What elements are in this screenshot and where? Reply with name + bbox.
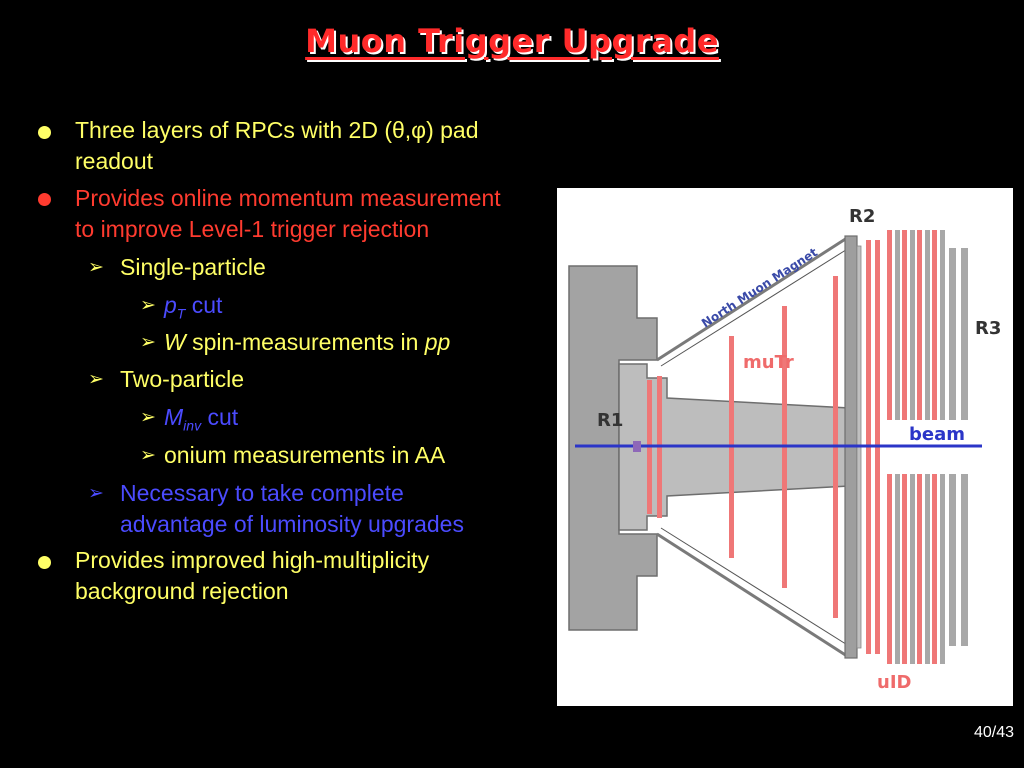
pt-rest: cut <box>185 292 223 318</box>
arrow-bullet-icon: ➢ <box>140 294 156 316</box>
pp-text: pp <box>424 329 451 355</box>
minv-rest: cut <box>201 404 239 430</box>
label-r1: R1 <box>597 410 623 431</box>
slide-title: Muon Trigger Upgrade <box>305 22 719 60</box>
slide-number: 40/43 <box>973 724 1014 741</box>
label-r2: R2 <box>849 206 875 227</box>
bullet-dot <box>38 193 51 206</box>
sub-bullet-necessary-line-1: Necessary to take complete <box>120 480 404 506</box>
bullet-1-line-1: Three layers of RPCs with 2D (θ,φ) pad <box>75 117 479 143</box>
uid-lower-stack <box>887 474 968 664</box>
arrow-bullet-icon: ➢ <box>140 406 156 428</box>
arrow-bullet-icon: ➢ <box>140 444 156 466</box>
bullet-3-line-1: Provides improved high-multiplicity <box>75 547 430 573</box>
detector-drawing: R1 R2 R3 muTr beam uID North Muon Magnet <box>568 206 1001 693</box>
bullet-2-line-1: Provides online momentum measurement <box>75 185 501 211</box>
arrow-bullet-icon: ➢ <box>88 368 104 390</box>
magnet-upper-wall <box>656 236 848 362</box>
sub-bullet-single-particle: Single-particle <box>120 254 266 280</box>
sub-bullet-onium: onium measurements in AA <box>164 442 446 468</box>
sub-bullet-minv-cut: Minv cut <box>164 402 238 442</box>
magnet-upper-wall-inner <box>660 247 850 367</box>
label-r3: R3 <box>975 318 1001 339</box>
label-uid: uID <box>877 672 911 693</box>
label-north-muon-magnet: North Muon Magnet <box>699 245 820 330</box>
w-spin-text: spin-measurements in <box>185 329 425 355</box>
arrow-bullet-icon: ➢ <box>88 256 104 278</box>
label-mutr: muTr <box>743 352 794 373</box>
beam-pipe-marker <box>633 441 641 452</box>
label-beam: beam <box>909 424 965 445</box>
sub-bullet-two-particle: Two-particle <box>120 366 244 392</box>
bullet-1-line-2: readout <box>75 148 154 174</box>
sub-bullet-pt-cut: pT cut <box>164 290 222 330</box>
magnet-lower-wall <box>656 532 848 658</box>
w-variable: W <box>164 329 186 355</box>
arrow-bullet-icon: ➢ <box>140 331 156 353</box>
central-magnet-yoke <box>568 265 658 631</box>
minv-variable: M <box>164 404 184 430</box>
sub-bullet-necessary-line-2: advantage of luminosity upgrades <box>120 511 464 537</box>
pt-subscript: T <box>176 305 186 322</box>
sub-bullet-w-spin: W spin-measurements in pp <box>164 327 450 358</box>
arrow-bullet-icon: ➢ <box>88 482 104 504</box>
magnet-lower-wall-inner <box>660 527 850 647</box>
bullet-3-line-2: background rejection <box>75 578 289 604</box>
bullet-dot <box>38 556 51 569</box>
minv-subscript: inv <box>183 417 202 434</box>
bullet-dot <box>38 126 51 139</box>
bullet-2-line-2: to improve Level-1 trigger rejection <box>75 216 430 242</box>
muon-arm-diagram: R1 R2 R3 muTr beam uID North Muon Magnet <box>557 188 1013 706</box>
pt-variable: p <box>164 292 177 318</box>
uid-upper-stack <box>887 230 968 420</box>
